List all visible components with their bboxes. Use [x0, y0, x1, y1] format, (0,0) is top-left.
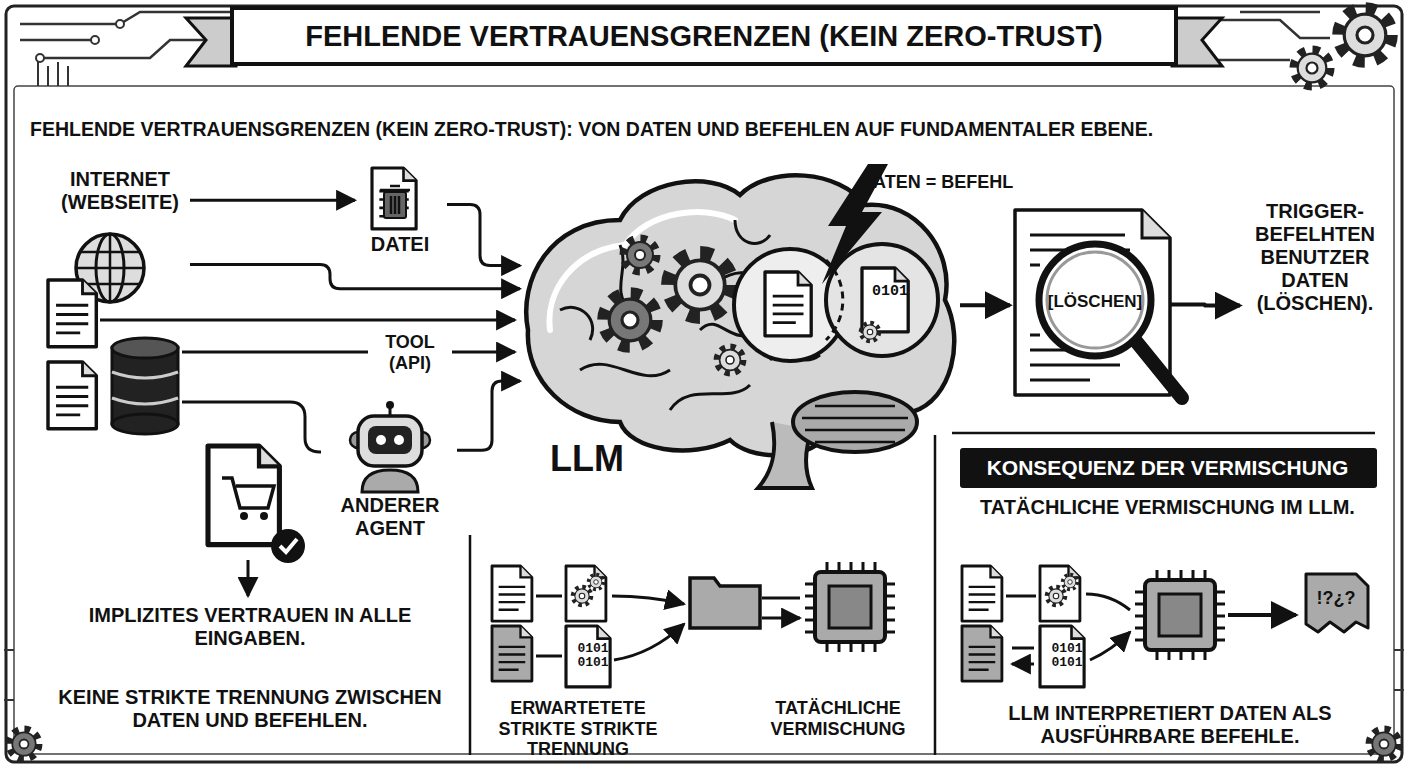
icon-node: TRIGGER-BEFELHTEN BENUTZER DATEN (LÖSCHE… — [1240, 190, 1392, 360]
icon-node: INTERNET (WEBSEITE) — [52, 168, 190, 308]
note-label: TATÄCHLICHE VERMISCHUNG IM LLM. — [955, 496, 1380, 519]
icon-node: ANDERER AGENT — [325, 408, 457, 544]
icon-node: [LÖSCHEN] — [1010, 205, 1170, 400]
node-label: LLM — [550, 438, 660, 479]
note-label: DATEN = BEFEHL — [860, 172, 1035, 193]
note-label: !?¿? — [1306, 588, 1366, 609]
node-label: ANDERER AGENT — [325, 494, 455, 540]
binary-code: 0101 — [866, 284, 914, 301]
node-label: [LÖSCHEN] — [1040, 292, 1150, 312]
arrow-connector — [190, 265, 520, 289]
note-label: KEINE STRIKTE TRENNUNG ZWISCHEN DATEN UN… — [40, 686, 460, 732]
note-label: TATÄCHLICHE VERMISCHUNG — [748, 698, 928, 739]
node-label: DATEI — [355, 233, 445, 256]
arrow-connector — [1170, 304, 1240, 305]
node-label: KONSEQUENZ DER VERMISCHUNG — [960, 456, 1375, 480]
subtitle: FEHLENDE VERTRAUENSGRENZEN (KEIN ZERO-TR… — [30, 118, 1380, 140]
note-label: LLM INTERPRETIERT DATEN ALS AUSFÜHRBARE … — [960, 702, 1380, 748]
arrow-connector — [190, 199, 355, 202]
llm-brain: LLM — [520, 160, 960, 490]
note-label: TOOL (API) — [368, 331, 452, 374]
heading-band: KONSEQUENZ DER VERMISCHUNG — [960, 448, 1377, 488]
arrow-connector — [457, 381, 520, 450]
note-label: IMPLIZITES VERTRAUEN IN ALLE EINGABEN. — [40, 604, 460, 650]
binary-code: 0101 0101 — [568, 642, 618, 671]
title-banner: FEHLENDE VERTRAUENSGRENZEN (KEIN ZERO-TR… — [232, 8, 1176, 64]
arrow-connector — [960, 303, 1010, 307]
icon-node: DATEI — [355, 165, 447, 275]
node-label: INTERNET (WEBSEITE) — [52, 168, 188, 214]
node-label: TRIGGER-BEFELHTEN BENUTZER DATEN (LÖSCHE… — [1240, 200, 1390, 315]
note-label: ERWARTETETE STRIKTE STRIKTE TRENNUNG — [478, 698, 678, 760]
binary-code: 0101 0101 — [1042, 642, 1092, 671]
arrow-connector — [447, 205, 520, 266]
title-text: FEHLENDE VERTRAUENSGRENZEN (KEIN ZERO-TR… — [305, 20, 1103, 53]
